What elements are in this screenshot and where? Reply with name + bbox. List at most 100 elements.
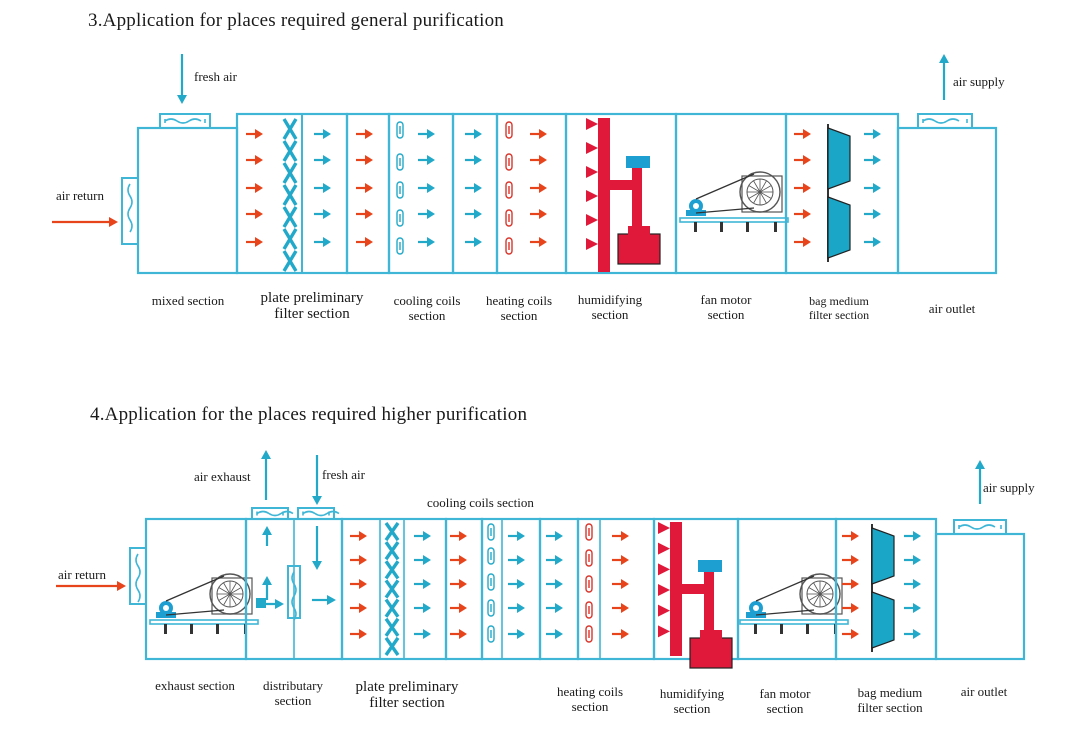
diagram2-cooling-coils-top-label: cooling coils section [427, 495, 534, 510]
diagram-general-purification [52, 54, 998, 275]
d1-cool-out-1 [418, 155, 435, 165]
d2-humidifier [658, 522, 733, 669]
d1-fan-unit [679, 171, 789, 232]
d1-pf-out-1 [314, 155, 331, 165]
d2-pf-out-0 [414, 531, 431, 541]
d1-cool-out-4 [418, 237, 435, 247]
d1-heat-out-3 [530, 209, 547, 219]
d2-heat-out-2 [612, 579, 629, 589]
d1-bag-in-2 [794, 183, 811, 193]
d2-air-supply-arrow [975, 460, 985, 504]
d1-air-return-arrow [52, 217, 118, 227]
d2-heat-out-1 [612, 555, 629, 565]
d1-fan-box [674, 112, 788, 275]
diagram-higher-purification [56, 450, 1026, 669]
diagram2-air-outlet-label: air outlet [960, 684, 1008, 699]
d1-mid-0 [356, 129, 373, 139]
d2-mid-4 [450, 629, 467, 639]
d1-cool-out2-4 [465, 237, 482, 247]
d2-exhaust-louver [251, 507, 294, 520]
diagram1-mixed-section-label: mixed section [151, 293, 225, 308]
d2-cool-out2-0 [546, 531, 563, 541]
d2-exhaust-box [144, 517, 248, 661]
d2-cool-out-4 [508, 629, 525, 639]
diagram2-fresh-air-label: fresh air [322, 467, 365, 482]
d1-air-outlet-box [896, 126, 998, 275]
d2-damper-block [256, 598, 266, 608]
d2-bag-in-0 [842, 531, 859, 541]
d1-pf-in-0 [246, 129, 263, 139]
d1-air-return-louver [121, 177, 139, 245]
d2-fan-box [736, 517, 838, 661]
d2-bag-out-4 [904, 629, 921, 639]
d2-heat-out-0 [612, 531, 629, 541]
d2-cool-out-3 [508, 603, 525, 613]
d1-pf-in-3 [246, 209, 263, 219]
d2-bag-in-1 [842, 555, 859, 565]
d2-mid-louver [287, 565, 301, 621]
d2-mid-2 [450, 579, 467, 589]
d1-fresh-air-louver [159, 113, 211, 129]
d2-cool-out2-3 [546, 603, 563, 613]
d1-mid-1 [356, 155, 373, 165]
d1-pf-out-3 [314, 209, 331, 219]
d1-pf-out-2 [314, 183, 331, 193]
d2-cool-out2-2 [546, 579, 563, 589]
d1-bag-in-4 [794, 237, 811, 247]
d2-exhaust-fan-unit [149, 573, 259, 634]
diagram1-air-supply-label: air supply [953, 74, 1005, 89]
d1-cooling-coil [396, 121, 404, 255]
d2-pf-out-4 [414, 629, 431, 639]
d2-air-outlet-box [934, 532, 1026, 661]
d1-mid-2 [356, 183, 373, 193]
d2-mid-0 [450, 531, 467, 541]
diagram1-air-return-label: air return [56, 188, 105, 203]
d1-pf-out-0 [314, 129, 331, 139]
d1-fresh-air-arrow [177, 54, 187, 104]
diagram2-air-return-label: air return [58, 567, 107, 582]
d2-pf-in-0 [350, 531, 367, 541]
d2-pf-in-3 [350, 603, 367, 613]
d2-heat-out-3 [612, 603, 629, 613]
d1-humidifier [586, 118, 661, 272]
d2-fresh-air-louver [297, 507, 340, 520]
d2-cool-out-0 [508, 531, 525, 541]
d2-bag-out-1 [904, 555, 921, 565]
d1-heating-coil [505, 121, 513, 255]
d1-bag-filter-media [827, 124, 851, 262]
d2-pf-in-2 [350, 579, 367, 589]
d2-bag-out-0 [904, 531, 921, 541]
d2-fan-unit [739, 573, 849, 634]
d2-up-arrow [262, 576, 272, 600]
d2-air-outlet-louver [953, 519, 1007, 535]
d1-pf-in-2 [246, 183, 263, 193]
d1-bag-out-0 [864, 129, 881, 139]
d1-mixed-section-box [136, 126, 239, 275]
d2-heat-out-4 [612, 629, 629, 639]
d2-mid-3 [450, 603, 467, 613]
d1-bag-out-1 [864, 155, 881, 165]
diagram2-heading: 4.Application for the places required hi… [90, 404, 528, 425]
d2-heating-coil [585, 523, 593, 643]
d2-air-exhaust-arrow [261, 450, 271, 500]
d2-pf-in-1 [350, 555, 367, 565]
d2-pf-in-4 [350, 629, 367, 639]
d2-fresh-air-arrow [312, 455, 322, 505]
diagram1-heading: 3.Application for places required genera… [88, 10, 504, 31]
d1-cool-out-0 [418, 129, 435, 139]
d1-air-supply-arrow [939, 54, 949, 100]
d1-bag-in-0 [794, 129, 811, 139]
d2-fresh-inner-arrow [312, 526, 322, 570]
diagram1-fresh-air-label: fresh air [194, 69, 237, 84]
d1-heat-out-0 [530, 129, 547, 139]
